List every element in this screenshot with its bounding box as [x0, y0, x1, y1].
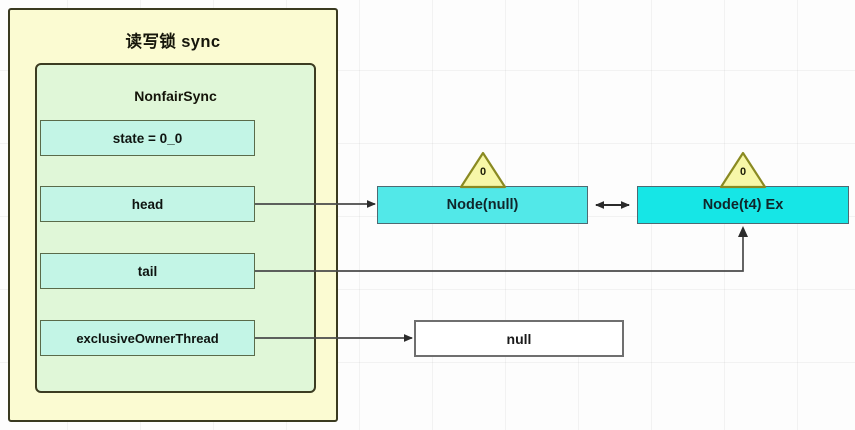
state-field-label: state = 0_0 [112, 130, 183, 146]
owner-null-label: null [506, 330, 532, 347]
nonfair-sync-title: NonfairSync [134, 88, 217, 104]
node-null-label: Node(null) [446, 197, 519, 213]
head-field-label: head [131, 196, 164, 212]
wait-status-value-node-null: 0 [479, 166, 487, 178]
wait-status-triangle-node-t4: 0 [718, 150, 768, 190]
page-title: 读写锁 sync [125, 33, 221, 51]
tail-field: tail [40, 253, 255, 289]
exclusive-owner-thread-label: exclusiveOwnerThread [76, 330, 219, 346]
node-t4-label: Node(t4) Ex [702, 197, 784, 213]
owner-null-box: null [414, 320, 624, 357]
state-field: state = 0_0 [40, 120, 255, 156]
wait-status-triangle-node-null: 0 [458, 150, 508, 190]
tail-field-label: tail [137, 263, 158, 279]
node-t4-box: Node(t4) Ex [637, 186, 849, 224]
wait-status-value-node-t4: 0 [739, 166, 747, 178]
triangle-icon [459, 151, 507, 189]
triangle-icon [719, 151, 767, 189]
head-field: head [40, 186, 255, 222]
node-null-box: Node(null) [377, 186, 588, 224]
exclusive-owner-thread-field: exclusiveOwnerThread [40, 320, 255, 356]
